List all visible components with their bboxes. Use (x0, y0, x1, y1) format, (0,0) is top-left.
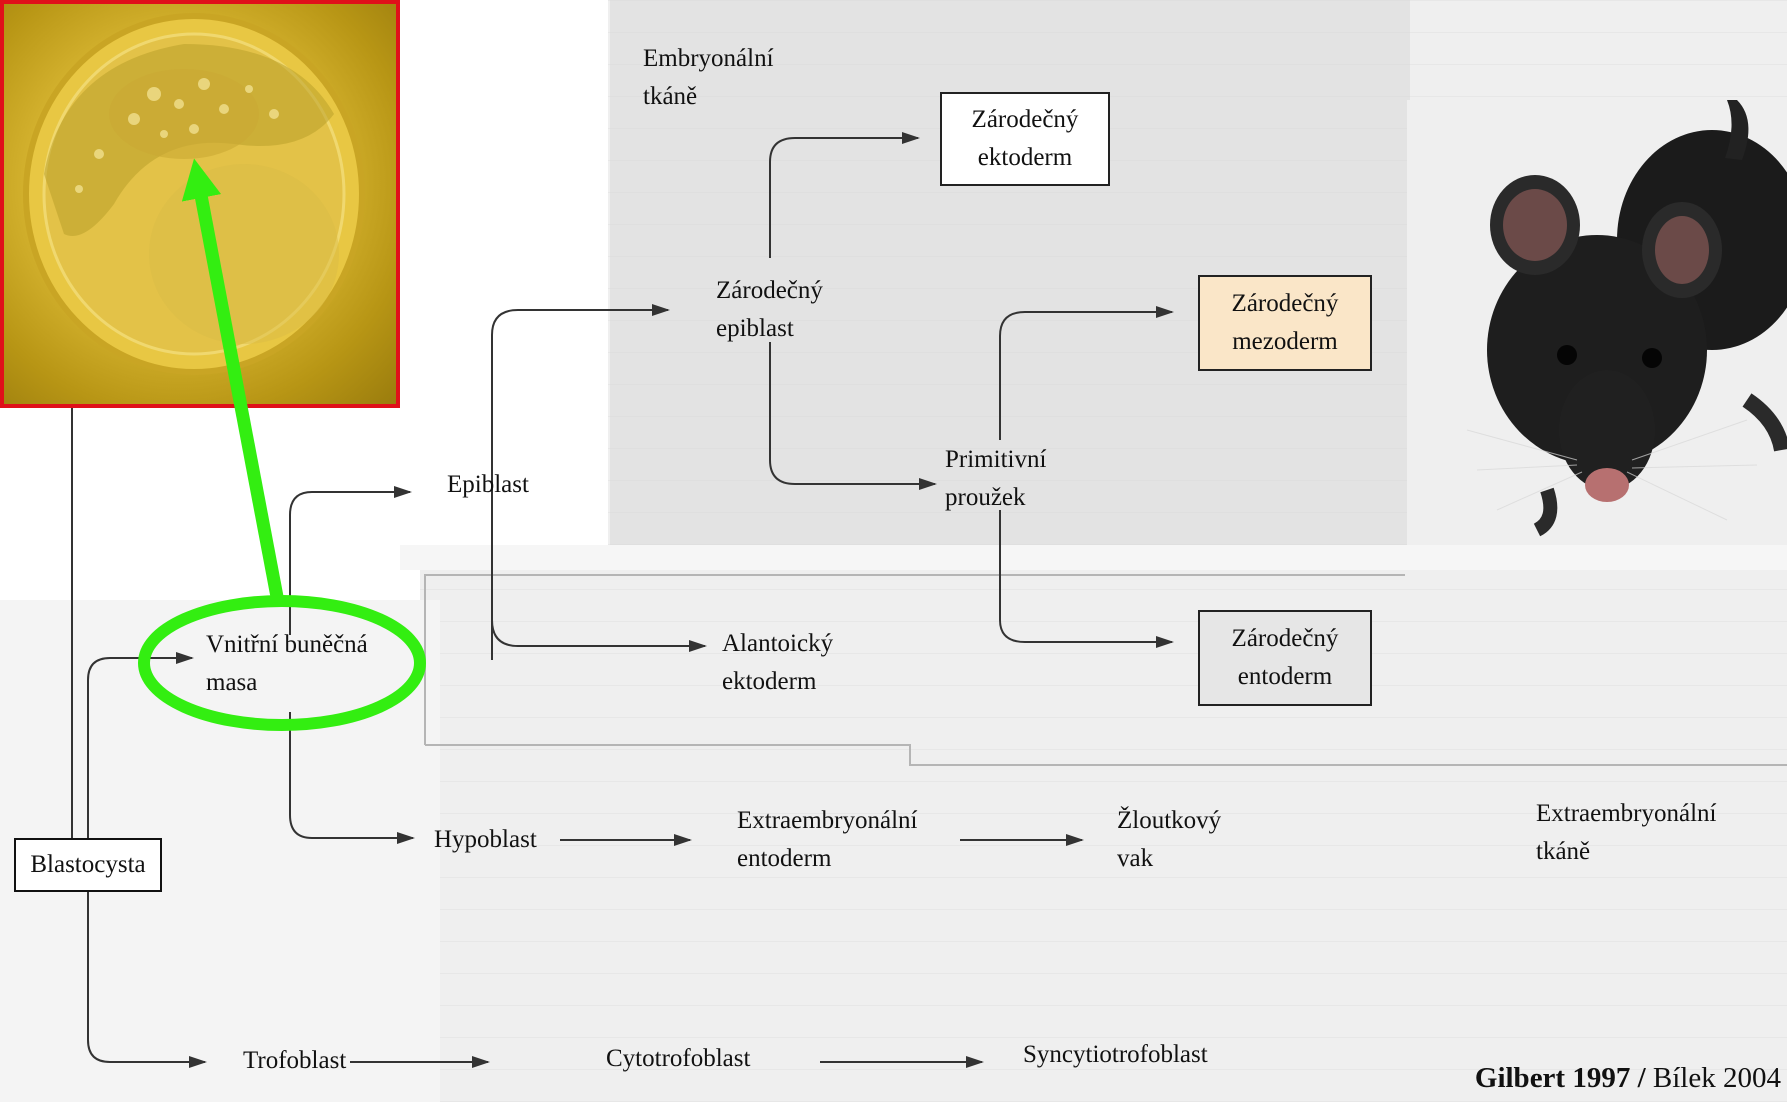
inner-cell-mass-line1: Vnitřní buněčná (206, 631, 368, 658)
yolk-sac-line2: vak (1117, 845, 1154, 872)
germ-mesoderm-box: Zárodečný mezoderm (1198, 275, 1372, 371)
allantoic-ectoderm-node: Alantoický ektoderm (722, 625, 833, 701)
yolk-sac-line1: Žloutkový (1117, 807, 1222, 834)
cytotrophoblast-node: Cytotrofoblast (606, 1045, 751, 1072)
germ-ectoderm-box: Zárodečný ektoderm (940, 92, 1110, 186)
extraembryonic-endoderm-node: Extraembryonální entoderm (737, 802, 918, 878)
citation-primary: Gilbert 1997 / (1474, 1062, 1646, 1094)
highlight-arrow (181, 158, 285, 604)
inner-cell-mass-highlight (138, 595, 426, 731)
trophoblast-node: Trofoblast (243, 1047, 347, 1074)
blastocyst-image (23, 13, 365, 375)
blastocyst-photo (0, 0, 400, 408)
yolk-sac-node: Žloutkový vak (1117, 802, 1221, 878)
syncytiotrophoblast-node: Syncytiotrofoblast (1023, 1041, 1208, 1068)
primitive-streak-line2: proužek (945, 484, 1026, 511)
extraembryonic-endoderm-line1: Extraembryonální (737, 807, 918, 834)
inner-cell-mass-line2: masa (206, 669, 258, 696)
allantoic-ectoderm-line1: Alantoický (722, 630, 834, 657)
embryonic-tissues-line1: Embryonální (643, 45, 774, 72)
germ-epiblast-node: Zárodečný epiblast (716, 272, 823, 348)
extraembryonic-tissues-line2: tkáně (1536, 838, 1591, 865)
germ-endoderm-line2: entoderm (1237, 663, 1333, 690)
blastocyst-label-box: Blastocysta (14, 838, 162, 892)
black-mouse-image (1407, 100, 1787, 545)
extraembryonic-tissues-node: Extraembryonální tkáně (1536, 795, 1717, 871)
extraembryonic-tissues-line1: Extraembryonální (1536, 800, 1717, 827)
citation-secondary: Bílek 2004 (1645, 1062, 1781, 1094)
scanned-figure-panel (610, 0, 1410, 545)
germ-endoderm-box: Zárodečný entoderm (1198, 610, 1372, 706)
primitive-streak-line1: Primitivní (945, 446, 1047, 473)
mouse-photo (1407, 100, 1787, 545)
embryonic-tissues-label: Embryonální tkáně (643, 40, 774, 116)
scanned-page-lower (420, 570, 1787, 1102)
germ-ectoderm-line2: ektoderm (977, 144, 1073, 171)
inner-cell-mass-node: Vnitřní buněčná masa (206, 626, 368, 702)
germ-endoderm-line1: Zárodečný (1231, 625, 1339, 652)
hypoblast-node: Hypoblast (434, 826, 537, 853)
embryonic-tissues-line2: tkáně (643, 83, 698, 110)
germ-ectoderm-line1: Zárodečný (971, 106, 1079, 133)
allantoic-ectoderm-line2: ektoderm (722, 668, 817, 695)
extraembryonic-endoderm-line2: entoderm (737, 845, 832, 872)
primitive-streak-node: Primitivní proužek (945, 441, 1046, 517)
germ-mesoderm-line1: Zárodečný (1231, 290, 1339, 317)
citation-credit: Gilbert 1997 / Bílek 2004 (1475, 1062, 1781, 1095)
germ-epiblast-line2: epiblast (716, 315, 794, 342)
germ-mesoderm-line2: mezoderm (1232, 328, 1338, 355)
scanned-page-strip (400, 545, 1787, 570)
germ-epiblast-line1: Zárodečný (716, 277, 823, 304)
epiblast-node: Epiblast (447, 471, 529, 498)
